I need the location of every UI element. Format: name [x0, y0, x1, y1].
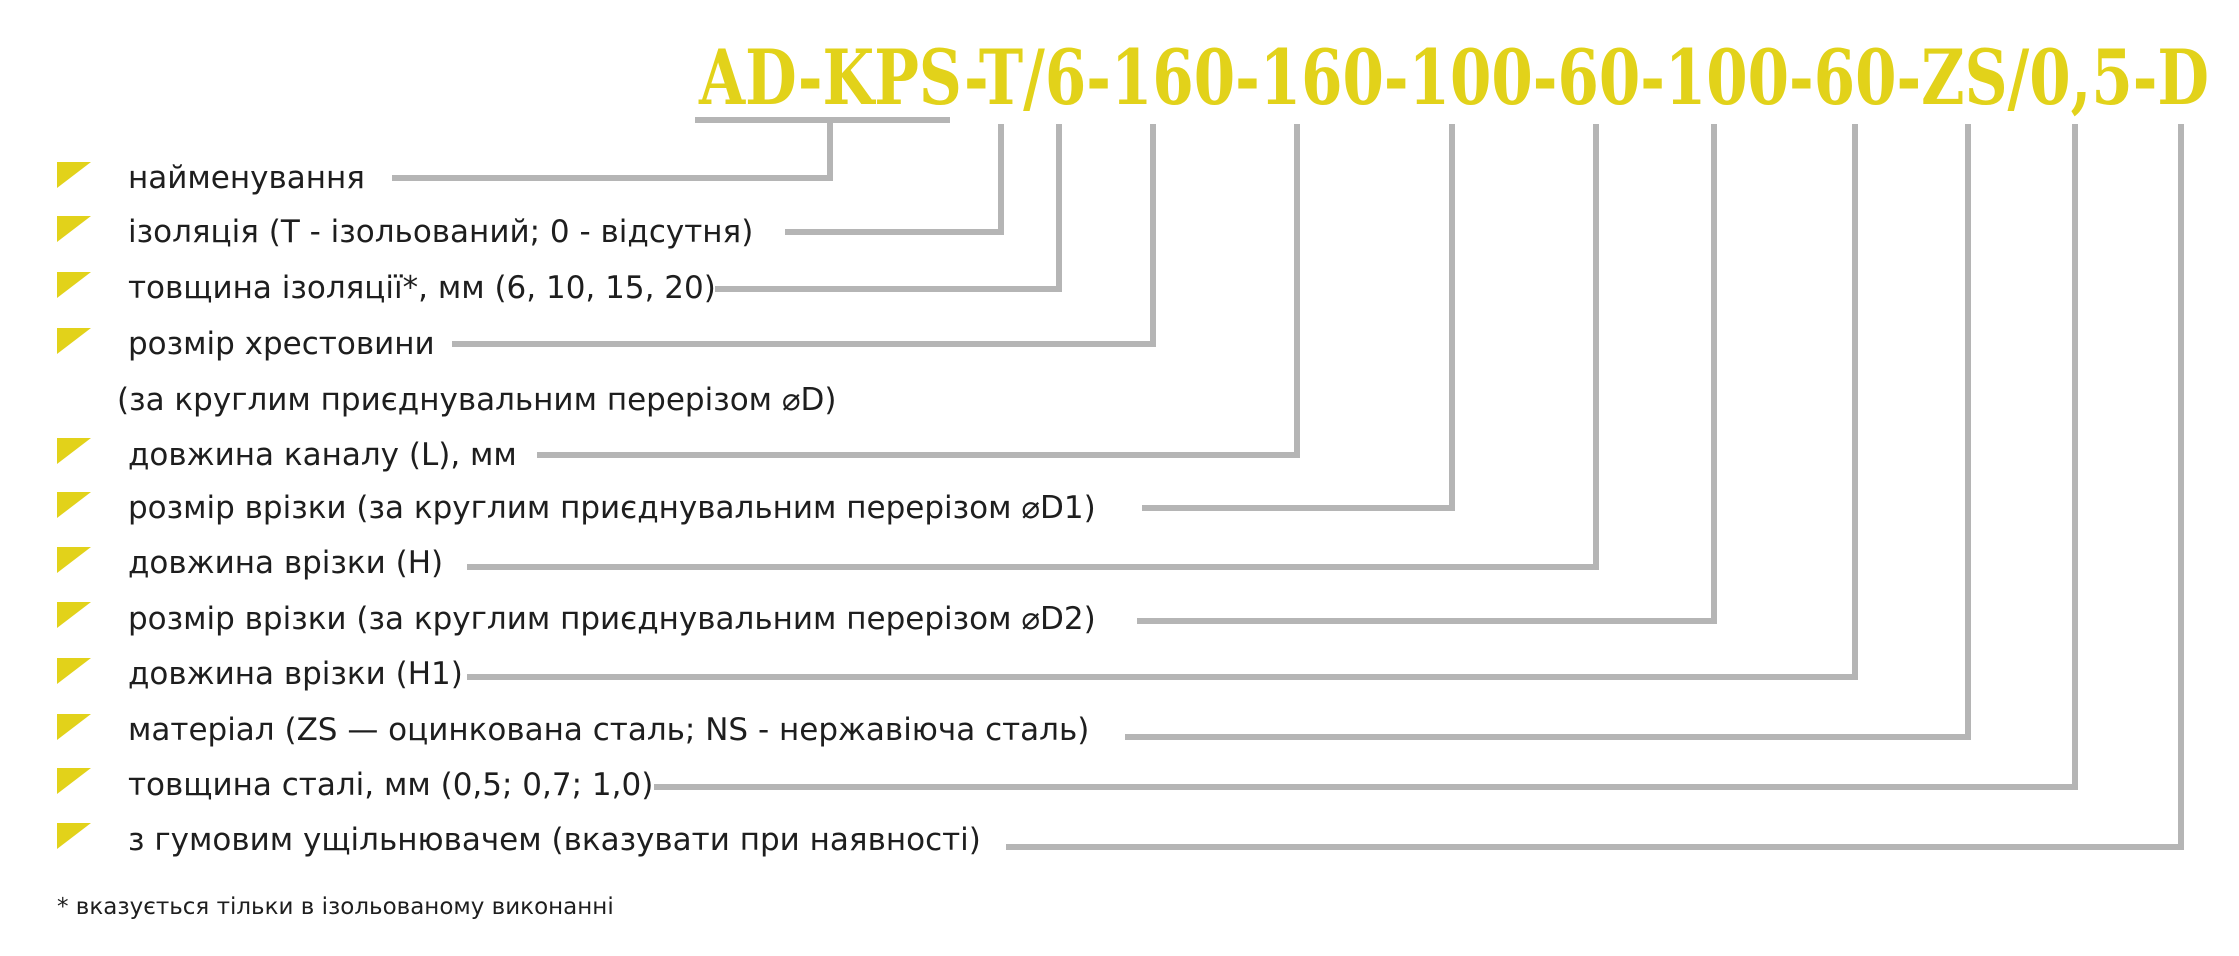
connector-name-drop: [392, 120, 833, 181]
product-code: AD-KPS-T/6-160-160-100-60-100-60-ZS/0,5-…: [698, 33, 2209, 122]
label-name: найменування: [128, 160, 365, 196]
connector-seal: [1006, 124, 2184, 850]
label-channel-length: довжина каналу (L), мм: [128, 437, 517, 473]
connector-branch-length-h: [467, 124, 1599, 570]
footnote: * вказується тільки в ізольованому викон…: [57, 894, 614, 920]
connector-insulation: [785, 124, 1004, 235]
label-insulation: ізоляція (Т - ізольований; 0 - відсутня): [128, 214, 753, 250]
connector-steel-thickness: [654, 124, 2078, 790]
bullet-marker-icon: [57, 823, 91, 849]
label-cross-size: розмір хрестовини: [128, 326, 435, 362]
label-material: матеріал (ZS — оцинкована сталь; NS - не…: [128, 712, 1089, 748]
bullet-marker-icon: [57, 658, 91, 684]
bullet-marker-icon: [57, 768, 91, 794]
connector-cross-size: [452, 124, 1156, 347]
connector-lines: [392, 117, 2184, 850]
bullet-marker-icon: [57, 714, 91, 740]
label-branch-size-d2: розмір врізки (за круглим приєднувальним…: [128, 601, 1096, 637]
connector-channel-length: [537, 124, 1300, 458]
label-seal: з гумовим ущільнювачем (вказувати при на…: [128, 822, 981, 858]
bullet-marker-icon: [57, 272, 91, 298]
bullet-marker-icon: [57, 492, 91, 518]
connector-branch-length-h1: [467, 124, 1858, 680]
bullet-markers: [57, 162, 91, 849]
label-branch-size-d1: розмір врізки (за круглим приєднувальним…: [128, 490, 1096, 526]
label-steel-thickness: товщина сталі, мм (0,5; 0,7; 1,0): [128, 767, 653, 803]
connector-insulation-thickness: [715, 124, 1062, 292]
bullet-marker-icon: [57, 162, 91, 188]
label-insulation-thickness: товщина ізоляції*, мм (6, 10, 15, 20): [128, 270, 716, 306]
label-cross-size-note: (за круглим приєднувальним перерізом ⌀D): [117, 382, 837, 418]
label-branch-length-h1: довжина врізки (H1): [128, 656, 463, 692]
connector-material: [1125, 124, 1971, 740]
bullet-marker-icon: [57, 547, 91, 573]
bullet-marker-icon: [57, 438, 91, 464]
bullet-marker-icon: [57, 216, 91, 242]
connector-branch-size-d1: [1142, 124, 1455, 511]
bullet-marker-icon: [57, 328, 91, 354]
connector-branch-size-d2: [1137, 124, 1717, 624]
legend-labels: найменування ізоляція (Т - ізольований; …: [117, 160, 1096, 858]
label-branch-length-h: довжина врізки (H): [128, 545, 443, 581]
bullet-marker-icon: [57, 602, 91, 628]
